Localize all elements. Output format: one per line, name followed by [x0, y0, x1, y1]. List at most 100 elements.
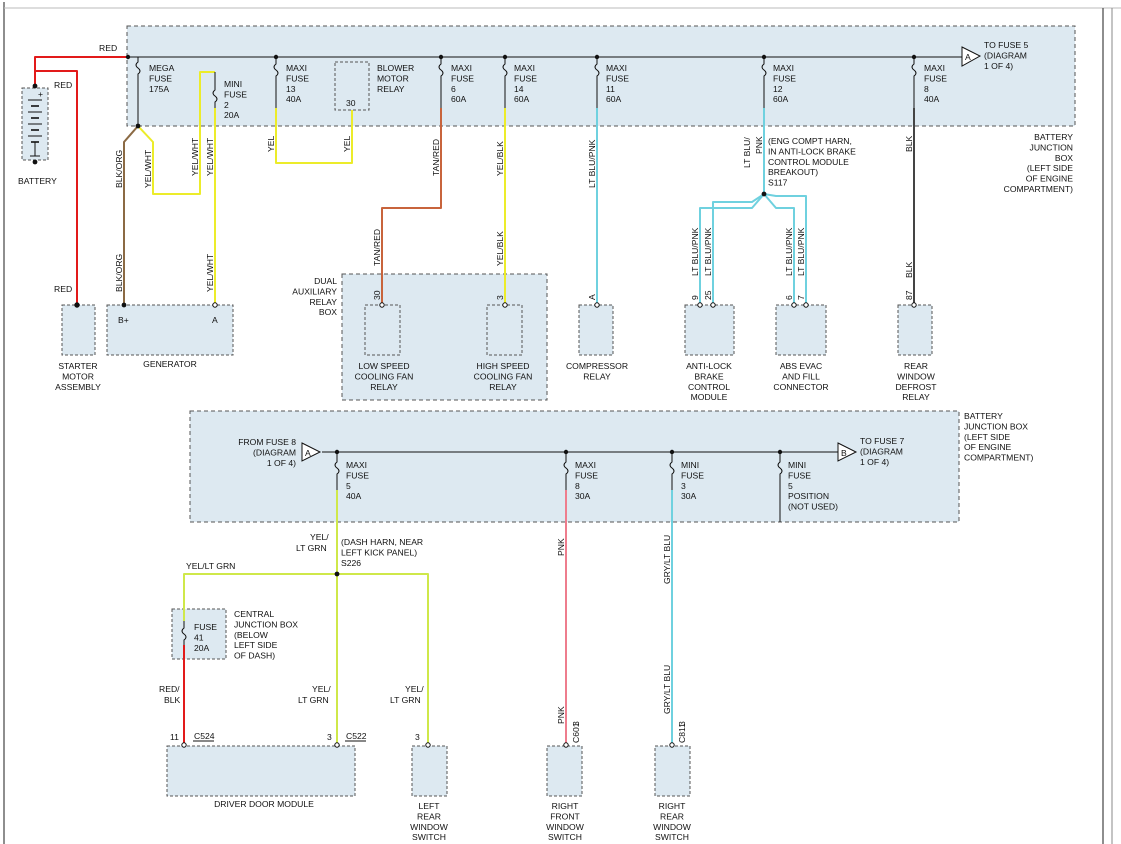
central-fuse-label-line-1: 41: [194, 632, 204, 642]
top-box-label-line-0: BATTERY: [1034, 132, 1073, 142]
wire-label-lt-blu-b: LT BLU/PNK: [703, 227, 713, 276]
driver-door-label-line-0: DRIVER DOOR MODULE: [214, 799, 314, 809]
top-to-fuse-label-line-1: (DIAGRAM: [984, 50, 1027, 60]
maxi6-fuse-label-line-2: 6: [451, 84, 456, 94]
mega-fuse-label-line-2: 175A: [149, 84, 169, 94]
right-front-switch-label-line-0: RIGHT: [552, 801, 579, 811]
mini2-fuse-label-line-1: FUSE: [224, 89, 247, 99]
top-box-label-line-1: JUNCTION: [1030, 142, 1073, 152]
compressor-label-line-0: COMPRESSOR: [566, 361, 628, 371]
maxi11-fuse-label-line-2: 11: [606, 84, 615, 94]
high-relay-label-line-0: HIGH SPEED: [476, 361, 529, 371]
bottom-to-fuse-label-line-2: 1 OF 4): [860, 457, 889, 467]
maxi8-fuse-label-line-1: FUSE: [924, 73, 947, 83]
blower-relay-label-line-0: BLOWER: [377, 63, 414, 73]
bottom-maxi5-label-line-2: 5: [346, 481, 351, 491]
pin-circles-top: [74, 302, 917, 308]
top-fuse-symbols: [135, 57, 917, 126]
top-junction-dots: [32, 54, 917, 308]
wl-pnk-2: PNK: [556, 706, 566, 724]
compressor-relay-box: [578, 304, 614, 356]
rear-defrost-label-line-2: DEFROST: [895, 382, 937, 392]
central-box-label-line-1: JUNCTION BOX: [234, 619, 298, 629]
bottom-maxi8-label-line-3: 30A: [575, 491, 591, 501]
wire-red-starter: [34, 70, 78, 305]
wire-lt-blu-abcm-9: [699, 193, 765, 305]
pin-evac2: 7: [796, 295, 806, 300]
low-relay-label-line-0: LOW SPEED: [358, 361, 409, 371]
abcm-label-line-1: BRAKE: [694, 371, 723, 381]
abcm-label-line-0: ANTI-LOCK: [686, 361, 732, 371]
pin-defrost: 87: [904, 290, 914, 300]
wl-red-blk-a: RED/: [159, 684, 180, 694]
abs-evac-label-line-2: CONNECTOR: [773, 382, 828, 392]
bottom-mini3-label-line-1: FUSE: [681, 470, 704, 480]
conn-c522: C522: [346, 731, 367, 741]
wire-label-red-starter: RED: [54, 284, 72, 294]
right-rear-switch-label-line-3: SWITCH: [655, 832, 689, 842]
bottom-mini3-label-line-2: 3: [681, 481, 686, 491]
maxi8-fuse-label-line-2: 8: [924, 84, 929, 94]
pin-3d: 3: [677, 721, 687, 726]
wire-blk-org: [123, 125, 139, 305]
wire-label-tan-red-1: TAN/RED: [431, 139, 441, 176]
wire-label-yel-blk-1: YEL/BLK: [495, 141, 505, 176]
central-fuse-label-line-0: FUSE: [194, 622, 217, 632]
pin-circles-bottom: [181, 742, 675, 748]
maxi13-fuse-label-line-3: 40A: [286, 94, 302, 104]
right-rear-switch-box: [654, 745, 691, 797]
bottom-to-fuse-label-line-0: TO FUSE 7: [860, 436, 904, 446]
central-fuse-label-line-2: 20A: [194, 643, 210, 653]
bottom-box-label-line-0: BATTERY: [964, 411, 1003, 421]
maxi13-fuse-label-line-1: FUSE: [286, 73, 309, 83]
pin-3c: 3: [571, 721, 581, 726]
high-relay-label-line-1: COOLING FAN: [474, 371, 533, 381]
wire-label-lt-blu-d: LT BLU/PNK: [796, 227, 806, 276]
page-frame: [3, 2, 1121, 844]
wl-yel-ltgrn-main-b: LT GRN: [296, 543, 327, 553]
maxi11-fuse-label-line-0: MAXI: [606, 63, 627, 73]
bottom-maxi8-label-line-2: 8: [575, 481, 580, 491]
wl-yel-ltgrn-mid-b: LT GRN: [298, 695, 329, 705]
maxi13-fuse-label-line-2: 13: [286, 84, 296, 94]
bottom-maxi5-label-line-3: 40A: [346, 491, 362, 501]
top-box-label-line-2: BOX: [1055, 153, 1073, 163]
left-rear-switch-box: [411, 745, 448, 797]
high-relay-label-line-2: RELAY: [489, 382, 517, 392]
maxi12-fuse-label-line-3: 60A: [773, 94, 789, 104]
battery-plus: +: [38, 89, 43, 99]
right-front-switch-label-line-2: WINDOW: [546, 822, 585, 832]
wl-gry-2: GRY/LT BLU: [662, 665, 672, 714]
starter-label-line-1: MOTOR: [62, 371, 94, 381]
starter-label-line-0: STARTER: [58, 361, 97, 371]
dual-relay-box-label-line-1: AUXILIARY: [292, 286, 337, 296]
bottom-box-label-line-1: JUNCTION BOX: [964, 421, 1028, 431]
wl-red-blk-b: BLK: [164, 695, 181, 705]
wire-label-red-top: RED: [99, 43, 117, 53]
pin-evac1: 6: [784, 295, 794, 300]
maxi12-fuse-label-line-2: 12: [773, 84, 783, 94]
abs-evac-label-line-1: AND FILL: [782, 371, 820, 381]
maxi14-fuse-label-line-2: 14: [514, 84, 524, 94]
low-relay-label-line-2: RELAY: [370, 382, 398, 392]
top-box-label-line-3: (LEFT SIDE: [1027, 163, 1073, 173]
left-rear-switch-label-line-3: SWITCH: [412, 832, 446, 842]
top-box-label-line-5: COMPARTMENT): [1004, 184, 1074, 194]
pin-high: 3: [495, 295, 505, 300]
left-rear-switch-label-line-2: WINDOW: [410, 822, 449, 832]
right-front-switch-label-line-3: SWITCH: [548, 832, 582, 842]
low-relay-label-line-1: COOLING FAN: [355, 371, 414, 381]
wire-label-yel-wht-1: YEL/WHT: [143, 149, 153, 188]
mega-fuse-label-line-0: MEGA: [149, 63, 175, 73]
bottom-to-fuse-letter: B: [841, 448, 847, 458]
wire-yel-ltgrn-right: [337, 573, 429, 745]
top-to-fuse-label-line-0: TO FUSE 5: [984, 40, 1028, 50]
right-front-switch-label-line-1: FRONT: [550, 811, 580, 821]
wire-label-yel-2: YEL: [342, 136, 352, 152]
blower-pin: 30: [346, 98, 356, 108]
blower-relay-box: [334, 61, 370, 111]
battery-junction-box-top: [126, 25, 1076, 127]
bottom-mini3-label-line-0: MINI: [681, 460, 699, 470]
bottom-fuse-symbols: [181, 452, 783, 645]
bottom-mini5-label-line-2: 5: [788, 481, 793, 491]
